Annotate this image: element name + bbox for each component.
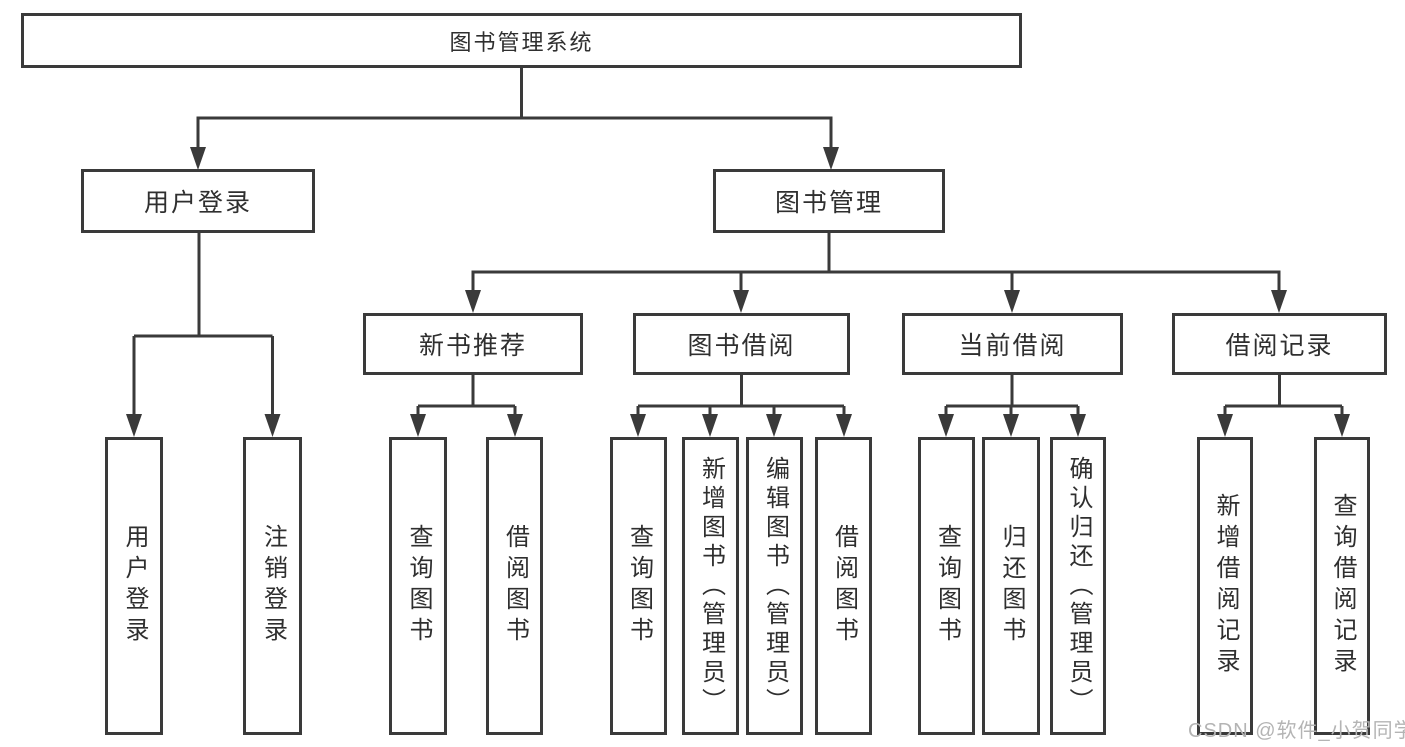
arrowhead: [1004, 290, 1020, 313]
arrowhead: [1003, 414, 1019, 437]
node-book-borrow-label: 图书借阅: [687, 332, 796, 360]
node-leaf-cb-confirm-label: 确认归还（管理员）: [1065, 455, 1092, 717]
node-current-borrow-label: 当前借阅: [958, 332, 1067, 360]
node-leaf-nb-borrow-label: 借阅图书: [501, 524, 529, 648]
node-leaf-nb-query: 查询图书: [389, 437, 447, 735]
node-leaf-bb-add-label: 新增图书（管理员）: [697, 455, 725, 717]
arrowhead: [766, 414, 782, 437]
node-leaf-logout-label: 注销登录: [259, 524, 287, 648]
node-leaf-bb-query: 查询图书: [610, 437, 667, 735]
node-leaf-cb-return-label: 归还图书: [998, 524, 1025, 648]
arrowhead: [190, 147, 206, 170]
arrowhead: [1070, 414, 1086, 437]
node-leaf-user-login: 用户登录: [105, 437, 163, 735]
arrowhead: [410, 414, 426, 437]
node-leaf-br-query-label: 查询借阅记录: [1329, 493, 1356, 679]
node-leaf-bb-borrow: 借阅图书: [815, 437, 872, 735]
node-leaf-logout: 注销登录: [243, 437, 302, 735]
arrowhead: [264, 414, 281, 437]
arrowhead: [1271, 290, 1287, 313]
node-book-borrow: 图书借阅: [633, 313, 850, 375]
node-borrow-record: 借阅记录: [1172, 313, 1387, 375]
node-leaf-bb-add: 新增图书（管理员）: [682, 437, 739, 735]
node-leaf-br-query: 查询借阅记录: [1314, 437, 1370, 735]
connector-root-to-level2: [190, 68, 839, 170]
node-leaf-bb-query-label: 查询图书: [625, 524, 653, 648]
node-leaf-cb-query: 查询图书: [918, 437, 975, 735]
node-leaf-bb-edit: 编辑图书（管理员）: [746, 437, 803, 735]
node-user-login: 用户登录: [81, 169, 315, 233]
node-root-label: 图书管理系统: [449, 29, 594, 55]
arrowhead: [938, 414, 954, 437]
arrowhead: [507, 414, 523, 437]
connector-user-login-children: [126, 233, 281, 437]
arrowhead: [465, 290, 481, 313]
connector-new-book-children: [410, 375, 523, 437]
arrowhead: [126, 414, 142, 437]
node-leaf-br-add-label: 新增借阅记录: [1212, 493, 1239, 679]
connector-book-borrow-children: [630, 375, 852, 437]
node-book-mgmt-label: 图书管理: [774, 189, 883, 217]
arrowhead: [702, 414, 718, 437]
node-root: 图书管理系统: [21, 13, 1022, 68]
arrowhead: [836, 414, 852, 437]
node-book-mgmt: 图书管理: [713, 169, 945, 233]
node-leaf-bb-borrow-label: 借阅图书: [830, 524, 858, 648]
node-leaf-cb-confirm: 确认归还（管理员）: [1050, 437, 1106, 735]
watermark: CSDN @软件_小贺同学: [1188, 720, 1405, 742]
connector-book-mgmt-children: [465, 233, 1287, 313]
node-leaf-cb-query-label: 查询图书: [933, 524, 961, 648]
node-leaf-nb-query-label: 查询图书: [405, 524, 432, 648]
node-leaf-nb-borrow: 借阅图书: [486, 437, 543, 735]
arrowhead: [1334, 414, 1350, 437]
arrowhead: [1217, 414, 1233, 437]
node-new-book-label: 新书推荐: [418, 332, 527, 360]
arrowhead: [823, 147, 839, 170]
node-leaf-cb-return: 归还图书: [982, 437, 1040, 735]
connector-current-borrow-children: [938, 375, 1086, 437]
connector-borrow-record-children: [1217, 375, 1350, 437]
node-leaf-bb-edit-label: 编辑图书（管理员）: [761, 455, 789, 717]
arrowhead: [733, 290, 749, 313]
node-new-book: 新书推荐: [363, 313, 583, 375]
node-user-login-label: 用户登录: [143, 189, 252, 217]
node-leaf-user-login-label: 用户登录: [121, 524, 148, 648]
arrowhead: [630, 414, 646, 437]
node-leaf-br-add: 新增借阅记录: [1197, 437, 1253, 735]
node-borrow-record-label: 借阅记录: [1225, 332, 1334, 360]
node-current-borrow: 当前借阅: [902, 313, 1123, 375]
